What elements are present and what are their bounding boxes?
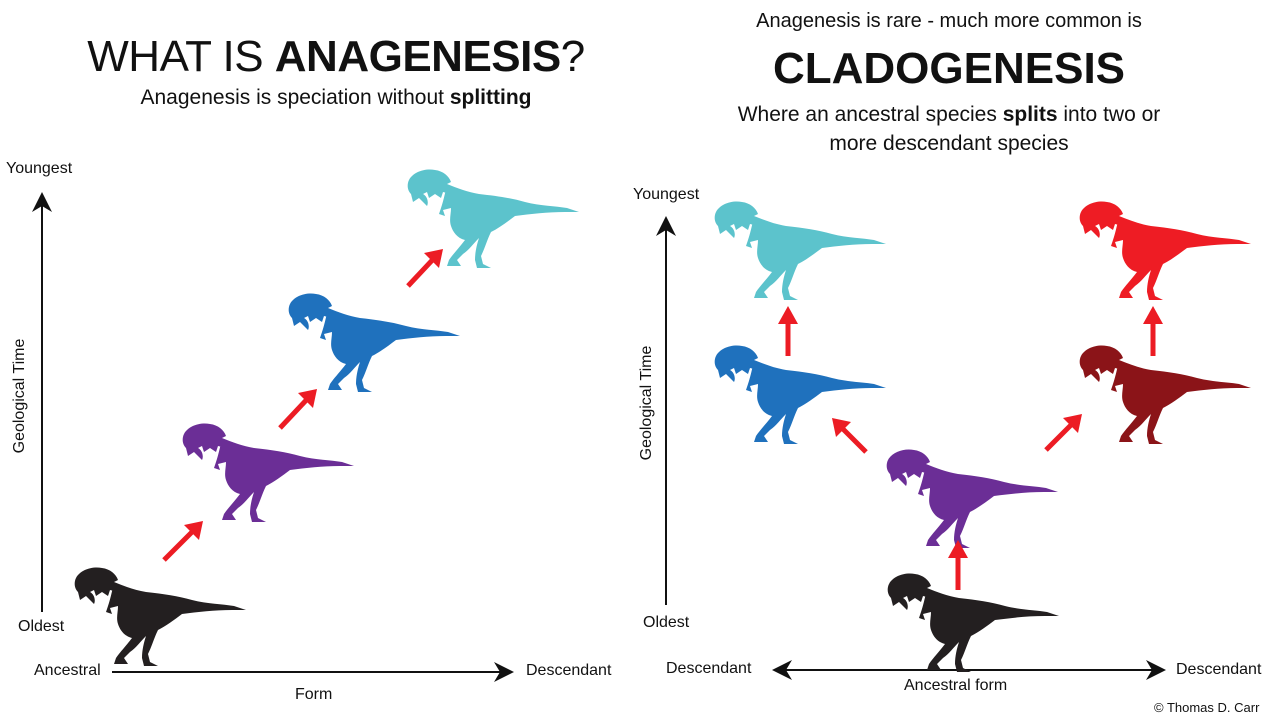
left-x-left-label: Ancestral	[34, 662, 101, 679]
anagenesis-subtitle: Anagenesis is speciation without splitti…	[0, 86, 672, 110]
left-y-bottom-label: Oldest	[18, 618, 65, 635]
arrow-1-head	[184, 521, 203, 540]
copyright-credit: © Thomas D. Carr	[1154, 700, 1260, 715]
arrow-1	[162, 524, 200, 562]
arrow-up-right-head	[1143, 306, 1163, 324]
cladogenesis-description: Where an ancestral species splits into t…	[636, 100, 1262, 158]
right-y-bottom-label: Oldest	[643, 614, 690, 631]
title-suffix: ?	[560, 32, 585, 81]
dinosaur-purple	[182, 423, 354, 522]
right-x-axis-label: Ancestral form	[904, 677, 1008, 694]
arrow-2-head	[298, 389, 317, 408]
arrow-up-center-head	[948, 540, 968, 558]
arrow-up-left-head	[778, 306, 798, 324]
arrow-diag-right	[1044, 418, 1078, 452]
left-y-axis-label: Geological Time	[11, 338, 28, 454]
subtitle-bold: splitting	[449, 86, 532, 109]
desc-text-2: into two or	[1057, 103, 1161, 126]
dinosaur-ancestral-black	[74, 567, 246, 666]
desc-line-2: more descendant species	[829, 132, 1069, 155]
cladogenesis-title: CLADOGENESIS	[772, 44, 1126, 93]
dinosaur-purple-right	[886, 449, 1058, 548]
dinosaur-blue	[288, 293, 460, 392]
left-x-right-label: Descendant	[526, 662, 612, 679]
left-x-axis-label: Form	[295, 686, 333, 703]
cladogenesis-intro: Anagenesis is rare - much more common is	[756, 10, 1142, 32]
arrow-2	[278, 392, 314, 430]
dinosaur-blue-right	[714, 345, 886, 444]
desc-text: Where an ancestral species	[737, 103, 1003, 126]
dinosaur-darkred-right	[1079, 345, 1251, 444]
dinosaur-ancestral-black-right	[887, 573, 1059, 672]
right-y-top-label: Youngest	[633, 186, 700, 203]
dinosaur-cyan-right	[714, 201, 886, 300]
right-x-right-label: Descendant	[1176, 661, 1262, 678]
right-y-axis-label: Geological Time	[638, 345, 655, 461]
left-arrows	[162, 249, 443, 562]
right-arrows	[778, 306, 1163, 590]
arrow-diag-left	[836, 422, 868, 454]
title-bold: ANAGENESIS	[274, 32, 561, 81]
right-x-left-label: Descendant	[666, 660, 752, 677]
desc-bold: splits	[1002, 103, 1058, 126]
title-prefix: WHAT IS	[87, 32, 275, 81]
subtitle-text: Anagenesis is speciation without	[140, 86, 450, 109]
dinosaur-cyan	[407, 169, 579, 268]
anagenesis-title: WHAT IS ANAGENESIS?	[0, 32, 672, 82]
left-y-top-label: Youngest	[6, 160, 73, 177]
arrow-3-head	[424, 249, 443, 268]
arrow-3	[406, 252, 440, 288]
arrow-diag-left-head	[832, 418, 851, 437]
arrow-diag-right-head	[1063, 414, 1082, 433]
dinosaur-red-right	[1079, 201, 1251, 300]
